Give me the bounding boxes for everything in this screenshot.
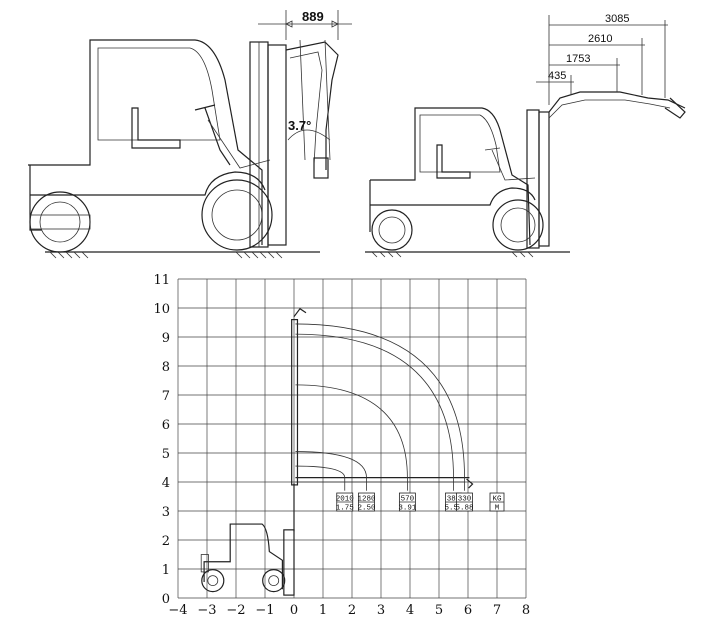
tilt-angle-label: 3.7°	[288, 118, 311, 133]
x-tick-label: 6	[464, 603, 472, 618]
load-kg-label: 330	[458, 496, 472, 504]
y-tick-label: 9	[162, 331, 170, 346]
load-kg-label: 570	[401, 496, 415, 504]
load-reach-label: 2.50	[357, 505, 376, 513]
dimension-3085: 3085	[605, 13, 629, 25]
y-tick-label: 0	[162, 592, 170, 607]
mini-forklift-mast	[283, 529, 295, 596]
load-reach-label: 1.75	[336, 505, 355, 513]
x-tick-label: −3	[197, 603, 216, 618]
boom-hook	[466, 478, 474, 489]
x-tick-label: 1	[319, 603, 327, 618]
reach-arc	[295, 465, 346, 478]
x-tick-label: 7	[493, 603, 501, 618]
reach-arc	[295, 323, 465, 478]
forklift-crane-extended-view: 3085 2610 1753 435	[365, 13, 686, 258]
x-tick-label: −1	[255, 603, 274, 618]
reach-dimension: 889	[302, 9, 324, 24]
x-tick-label: −2	[226, 603, 245, 618]
y-tick-label: 7	[162, 389, 170, 404]
mini-forklift-front-wheel	[262, 568, 286, 593]
x-tick-label: 3	[377, 603, 385, 618]
units-kg-label: KG	[492, 496, 502, 504]
boom-tip-upper	[293, 307, 307, 318]
y-tick-label: 6	[162, 418, 170, 433]
load-reach-label: 5.88	[456, 505, 474, 513]
y-tick-label: 5	[162, 447, 170, 462]
units-m-label: M	[495, 505, 500, 513]
reach-arc	[295, 451, 367, 478]
load-reach-label: 5.50	[444, 505, 463, 513]
forklift-crane-side-view: 889 3.7°	[28, 9, 352, 259]
y-tick-label: 2	[162, 534, 170, 549]
y-tick-label: 11	[153, 273, 170, 288]
load-kg-label: 1280	[357, 496, 376, 504]
y-tick-label: 8	[162, 360, 170, 375]
y-tick-label: 10	[153, 302, 170, 317]
load-chart: −4 −3 −2 −1 0 1 2 3 4 5 6 7 8 0 1 2 3 4 5 6 7 8 9 10 11 20101.751…	[153, 273, 530, 618]
load-reach-label: 3.91	[398, 505, 417, 513]
mini-forklift-counterweight	[200, 554, 209, 573]
load-kg-label: 380	[447, 496, 461, 504]
mini-forklift-rear-hub	[207, 575, 219, 586]
crane-column	[291, 319, 299, 486]
x-tick-label: 4	[406, 603, 414, 618]
x-tick-label: 5	[435, 603, 443, 618]
dimension-1753: 1753	[566, 53, 590, 65]
dimension-2610: 2610	[588, 33, 612, 45]
reach-arc	[295, 384, 408, 478]
mini-forklift-rear-wheel	[201, 568, 225, 593]
x-tick-label: 0	[290, 603, 298, 618]
x-tick-label: 8	[522, 603, 530, 618]
reach-arc	[295, 333, 454, 478]
x-tick-label: −4	[168, 603, 187, 618]
dimension-435: 435	[548, 70, 566, 82]
y-tick-label: 1	[162, 563, 170, 578]
load-kg-label: 2010	[336, 496, 355, 504]
y-tick-label: 4	[162, 476, 170, 491]
mini-forklift-body	[203, 523, 283, 590]
y-tick-label: 3	[162, 505, 170, 520]
x-tick-label: 2	[348, 603, 356, 618]
mini-forklift-front-hub	[268, 575, 280, 586]
